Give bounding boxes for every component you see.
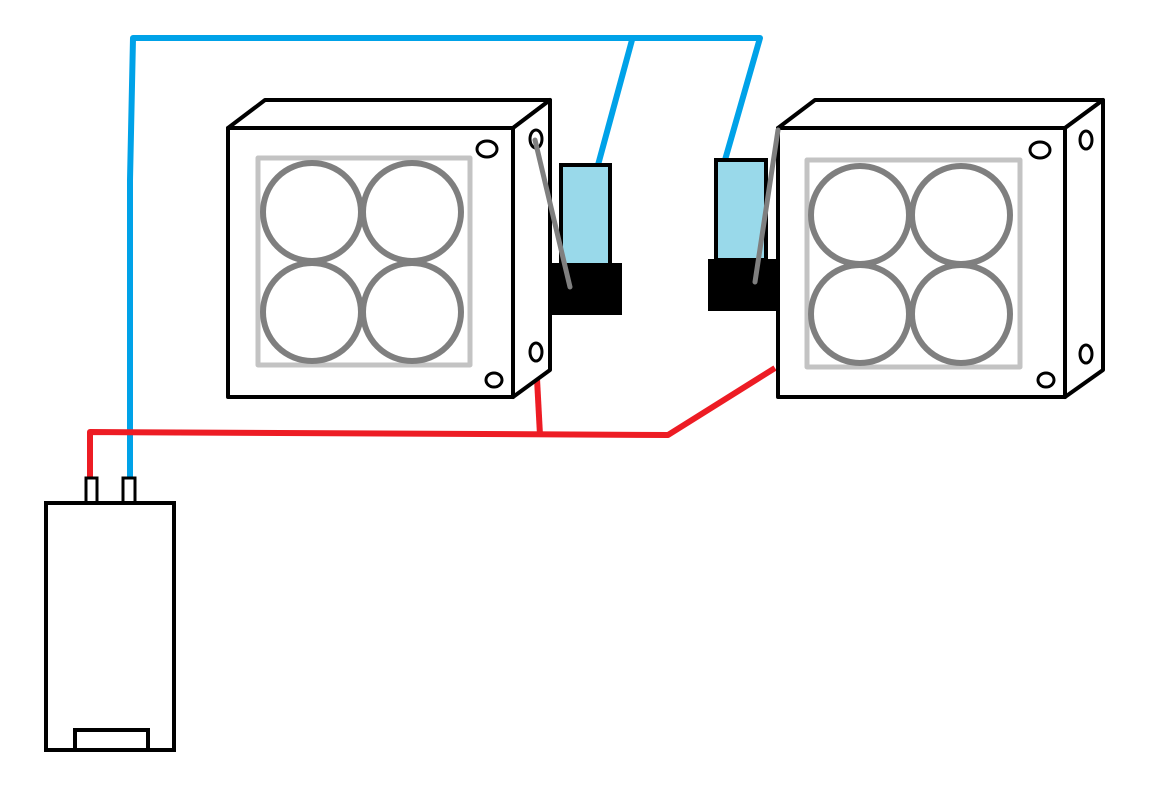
right-bracket-black <box>708 259 779 311</box>
left-bracket <box>532 137 622 315</box>
right-light-box <box>776 98 1105 399</box>
mount-hole <box>1036 371 1056 389</box>
left-light-box <box>226 98 552 399</box>
right-box-top-face <box>776 98 1105 130</box>
lens-circle <box>909 262 1013 366</box>
blue-wire-branch <box>595 39 635 166</box>
mount-hole <box>484 371 504 389</box>
right-bracket <box>708 127 781 311</box>
mount-hole <box>1078 129 1094 151</box>
lens-circle <box>360 260 464 364</box>
battery-terminal-negative <box>121 476 137 505</box>
battery-slot <box>73 728 150 752</box>
right-lens-group <box>808 163 1013 366</box>
blue-wire <box>127 35 763 478</box>
battery-terminal-positive <box>84 476 99 505</box>
left-box-front-face <box>226 126 515 399</box>
right-lens-frame <box>804 157 1023 370</box>
right-bracket-arm <box>752 127 781 285</box>
left-lens-frame <box>255 155 473 368</box>
mount-hole <box>1078 343 1094 365</box>
mount-hole <box>475 139 499 159</box>
left-bracket-black <box>551 263 622 315</box>
battery-body <box>44 501 176 752</box>
left-box-top-face <box>226 98 552 130</box>
mount-hole <box>528 341 544 363</box>
red-wire-main <box>87 365 777 478</box>
blue-wire-main <box>127 35 763 478</box>
battery <box>44 476 176 752</box>
mount-hole <box>1028 140 1052 160</box>
left-lens-group <box>260 160 464 364</box>
left-bracket-blue <box>559 163 612 267</box>
left-bracket-arm <box>532 137 573 290</box>
